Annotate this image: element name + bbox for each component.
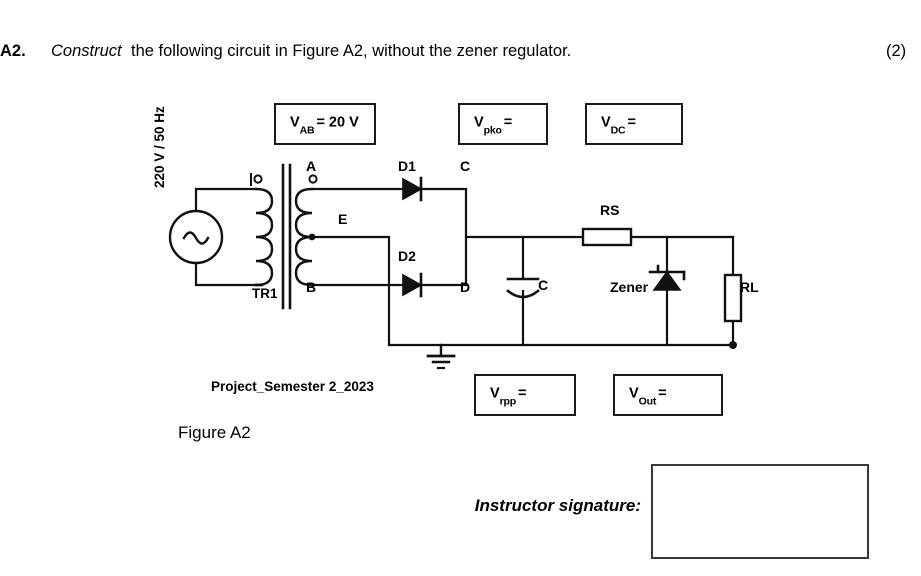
v-symbol: V (629, 385, 639, 402)
value-box-v-out[interactable]: VOut= (613, 374, 723, 416)
component-label-d2: D2 (398, 248, 416, 264)
v-symbol: V (601, 114, 611, 131)
wire-source-bottom (194, 261, 264, 287)
question-text: the following circuit in Figure A2, with… (131, 42, 572, 60)
value-box-v-dc[interactable]: VDC= (585, 103, 683, 145)
component-label-capacitor: C (538, 277, 549, 293)
node-label-d: D (460, 279, 471, 295)
junction-dot-icon-output (729, 341, 737, 349)
wire-source-top (194, 187, 258, 213)
question-marks: (2) (886, 42, 907, 60)
v-symbol: V (490, 385, 500, 402)
resistor-icon-rl (723, 273, 743, 323)
v-subscript: Out (638, 395, 657, 408)
ground-icon (426, 343, 456, 370)
instructor-signature-label: Instructor signature: (474, 496, 641, 515)
wire-centre-tap-e (310, 235, 391, 347)
instructor-signature-row: Instructor signature: (419, 464, 921, 564)
transformer-primary-winding (254, 187, 274, 287)
v-subscript: DC (610, 124, 626, 137)
v-symbol: V (290, 114, 300, 131)
value-box-v-rpp-text: Vrpp= (490, 385, 527, 406)
project-label: Project_Semester 2_2023 (211, 379, 374, 394)
v-subscript: rpp (499, 395, 517, 408)
value-box-v-ab[interactable]: VAB= 20 V (274, 103, 376, 145)
node-label-a: A (306, 158, 317, 174)
ac-sine-glyph (182, 231, 210, 245)
value-box-v-pko-text: Vpko= (474, 114, 513, 135)
v-symbol: V (474, 114, 484, 131)
v-equals: = (518, 385, 527, 402)
value-box-v-pko[interactable]: Vpko= (458, 103, 548, 145)
v-equals: = (627, 114, 636, 131)
v-equals: = (658, 385, 667, 402)
transformer-secondary-upper (294, 187, 314, 239)
value-box-v-out-text: VOut= (629, 385, 667, 406)
v-equals: = (503, 114, 513, 131)
resistor-icon-rs (581, 227, 633, 247)
component-label-zener: Zener (610, 279, 649, 295)
question-number: A2. (0, 42, 26, 60)
question-verb: Construct (51, 42, 122, 60)
v-equals: = 20 V (316, 114, 359, 131)
component-label-rl: RL (740, 279, 759, 295)
component-label-rs: RS (600, 202, 620, 218)
question-header: A2. Construct the following circuit in F… (0, 42, 921, 68)
node-label-c: C (460, 158, 471, 174)
transformer-secondary-lower (294, 235, 314, 287)
polarity-dot-icon-secondary (308, 174, 318, 184)
component-label-d1: D1 (398, 158, 416, 174)
value-box-v-dc-text: VDC= (601, 114, 636, 135)
instructor-signature-box[interactable] (651, 464, 869, 559)
ac-source-label: 220 V / 50 Hz (152, 106, 167, 188)
transformer-label: TR1 (252, 286, 278, 301)
diode-icon-d2 (402, 272, 423, 298)
v-subscript: AB (299, 124, 315, 137)
value-box-v-ab-text: VAB= 20 V (290, 114, 359, 135)
diode-icon-d1 (402, 176, 423, 202)
node-label-b: B (306, 279, 317, 295)
node-label-e: E (338, 211, 348, 227)
value-box-v-rpp[interactable]: Vrpp= (474, 374, 576, 416)
polarity-dot-icon-primary (253, 174, 263, 184)
v-subscript: pko (483, 124, 502, 137)
figure-caption: Figure A2 (178, 423, 251, 442)
